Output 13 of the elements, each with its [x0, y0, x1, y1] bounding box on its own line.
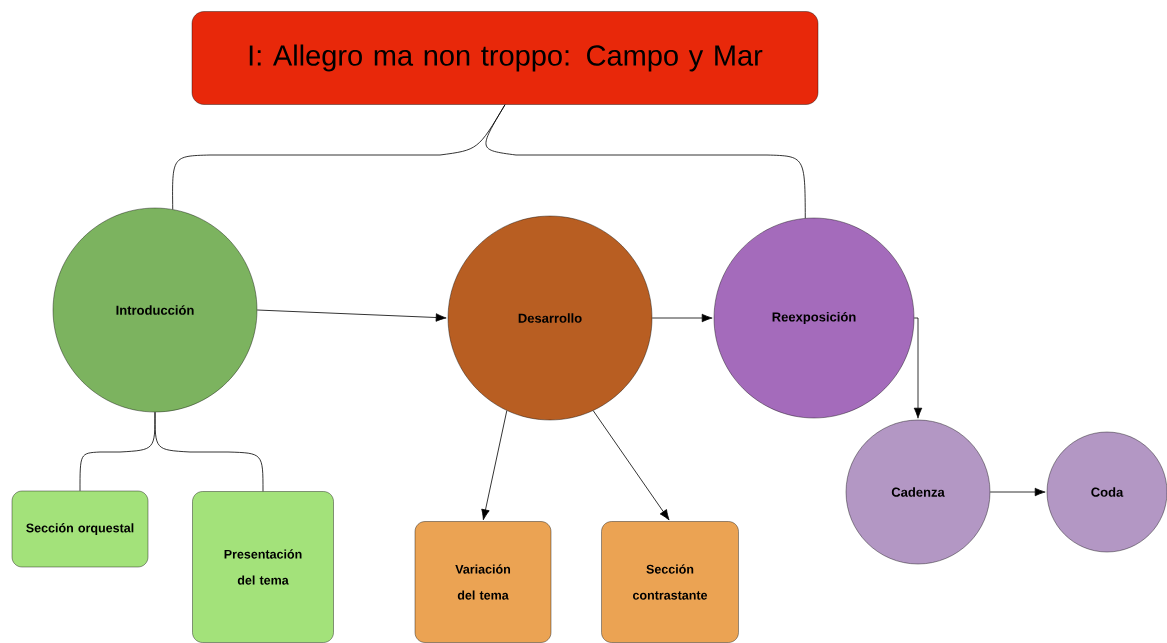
arrow — [481, 410, 508, 521]
arrow — [913, 317, 923, 419]
arrow — [256, 309, 447, 322]
arrow — [651, 313, 713, 323]
arrow — [592, 410, 670, 521]
part-box: Sección contrastante — [601, 521, 739, 643]
connector-line — [485, 104, 806, 219]
part-box: Sección orquestal — [11, 490, 149, 568]
part-box: Presentación del tema — [192, 491, 334, 643]
part-box: Variación del tema — [414, 521, 552, 643]
connector-line — [154, 411, 264, 492]
arrow — [989, 487, 1046, 497]
title-box: I: Allegro ma non troppo: Campo y Mar — [191, 11, 819, 105]
